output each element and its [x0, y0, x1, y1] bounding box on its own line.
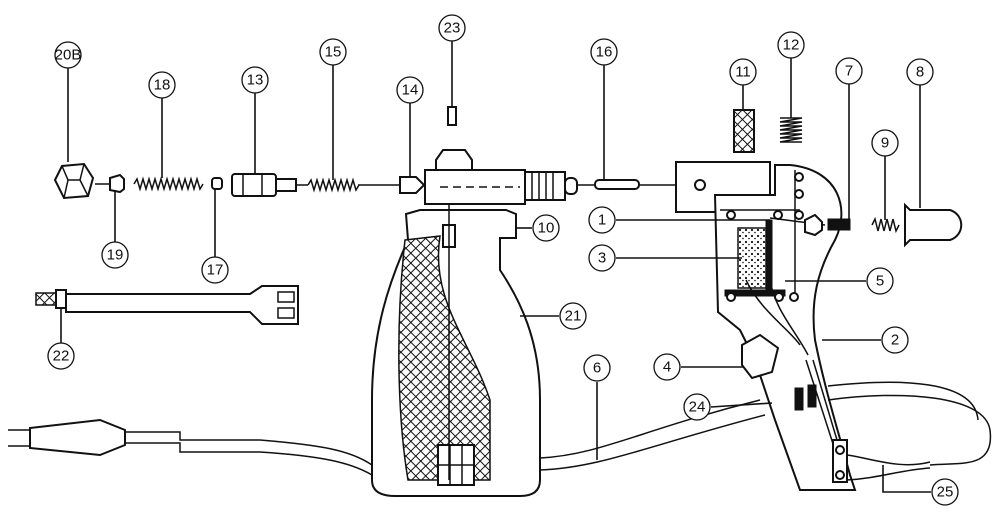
callout-text: 15 [325, 44, 342, 61]
callout-text: 3 [598, 250, 606, 267]
callout-13: 13 [241, 66, 269, 94]
coil-part [733, 109, 755, 153]
callout-24: 24 [683, 393, 711, 421]
needle-tip-part [399, 176, 426, 194]
extension-tube-part [35, 285, 299, 325]
callout-text: 4 [663, 359, 671, 376]
callout-3: 3 [588, 244, 616, 272]
cap-part [53, 162, 95, 200]
callout-text: 5 [876, 273, 884, 290]
callout-8: 8 [906, 58, 934, 86]
callout-text: 20B [55, 47, 82, 64]
callout-text: 11 [735, 64, 751, 81]
valve-body-part [231, 173, 308, 197]
spray-head-part [424, 149, 578, 205]
callout-text: 2 [891, 332, 899, 349]
power-cable-part [8, 399, 766, 476]
callout-text: 13 [247, 72, 264, 89]
callout-15: 15 [319, 38, 347, 66]
callout-text: 8 [916, 64, 924, 81]
callout-text: 16 [596, 44, 613, 61]
gun-body-part [675, 161, 992, 491]
callout-text: 9 [881, 135, 889, 152]
spring-part [133, 176, 204, 192]
pin-part [447, 106, 457, 126]
nozzle-part [109, 173, 125, 194]
callout-21: 21 [559, 302, 587, 330]
callout-10: 10 [532, 214, 560, 242]
callout-14: 14 [396, 76, 424, 104]
callout-9: 9 [871, 129, 899, 157]
callout-6: 6 [583, 354, 611, 382]
callout-text: 18 [154, 77, 171, 94]
callout-text: 19 [107, 247, 124, 264]
callout-text: 25 [937, 484, 954, 501]
callout-12: 12 [777, 31, 805, 59]
callout-20b: 20B [54, 41, 82, 69]
leader-lines [60, 41, 931, 493]
rod-part [577, 179, 675, 190]
callout-5: 5 [866, 267, 894, 295]
small-spring-part [779, 117, 803, 143]
callout-7: 7 [835, 57, 863, 85]
callout-25: 25 [931, 478, 959, 506]
callout-text: 17 [207, 262, 224, 279]
callout-text: 1 [598, 212, 606, 229]
callout-16: 16 [590, 38, 618, 66]
callout-17: 17 [201, 256, 229, 284]
callout-text: 23 [444, 20, 461, 37]
callout-19: 19 [101, 241, 129, 269]
callout-text: 22 [53, 348, 70, 365]
callout-text: 14 [402, 82, 419, 99]
callout-18: 18 [148, 71, 176, 99]
callout-22: 22 [47, 342, 75, 370]
callout-text: 10 [538, 220, 555, 237]
needle-spring-part [307, 177, 360, 193]
bottle-part [371, 204, 541, 497]
callout-1: 1 [588, 206, 616, 234]
callout-text: 7 [845, 63, 853, 80]
callout-11: 11 [729, 58, 757, 86]
callout-text: 21 [565, 308, 582, 325]
knob-part [904, 202, 963, 248]
trigger-spring-part [871, 216, 900, 234]
valve-ball-part [211, 177, 223, 190]
callout-text: 6 [593, 360, 601, 377]
callout-4: 4 [653, 353, 681, 381]
callout-text: 12 [783, 37, 800, 54]
callout-text: 24 [689, 399, 706, 416]
callout-2: 2 [881, 326, 909, 354]
callout-23: 23 [438, 14, 466, 42]
